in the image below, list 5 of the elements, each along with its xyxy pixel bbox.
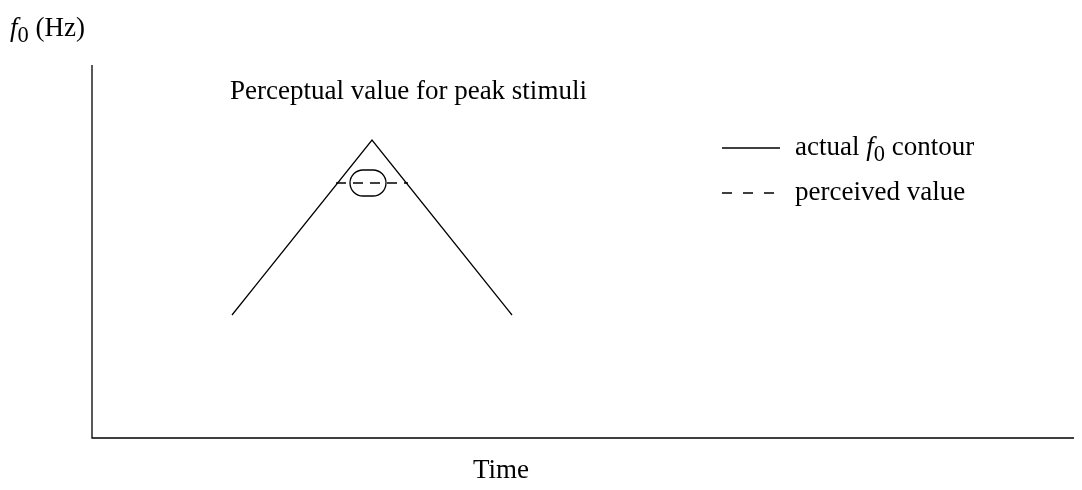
x-axis-label: Time	[473, 456, 530, 483]
legend-label: actual f$_{0}$ contour	[795, 133, 975, 166]
chart-title: Perceptual value for peak stimuli	[230, 77, 587, 104]
y-axis-label: f$_{0}$ (Hz)	[10, 14, 85, 47]
legend-label: perceived value	[795, 178, 966, 205]
